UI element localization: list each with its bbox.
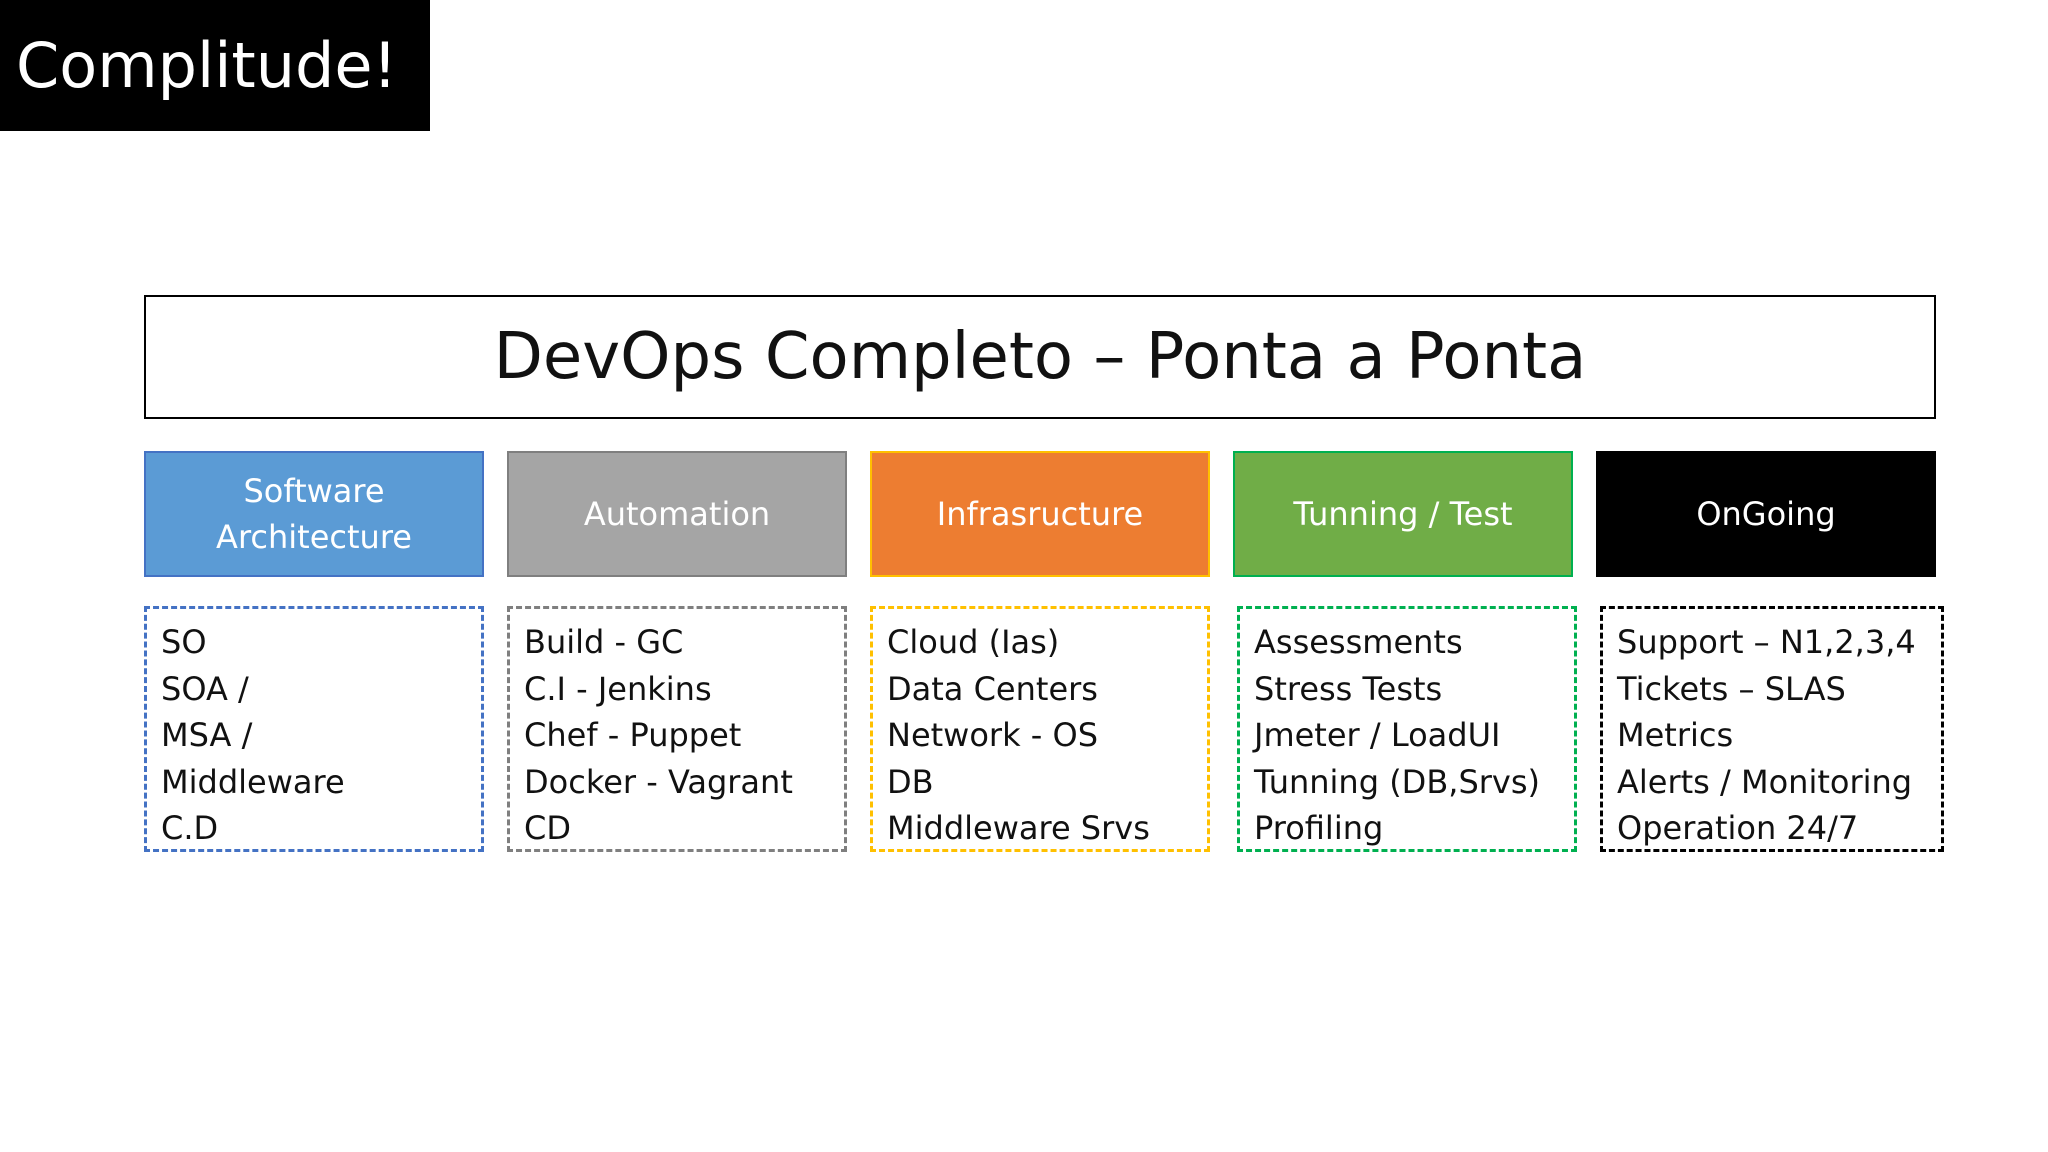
header-line: Infrasructure xyxy=(936,495,1144,533)
header-software-architecture: Software Architecture xyxy=(144,451,484,577)
list-item: Profiling xyxy=(1254,809,1384,847)
header-automation: Automation xyxy=(507,451,847,577)
list-item: Data Centers xyxy=(887,669,1098,708)
list-item: MSA / xyxy=(161,716,253,754)
header-tunning-test: Tunning / Test xyxy=(1233,451,1573,577)
list-item: Cloud (Ias) xyxy=(887,623,1060,661)
list-item: SOA / xyxy=(161,669,249,708)
list-ongoing: Support – N1,2,3,4 Tickets – SLAS Metric… xyxy=(1600,606,1944,852)
list-item: Stress Tests xyxy=(1254,669,1443,708)
diagram-title: DevOps Completo – Ponta a Ponta xyxy=(144,295,1936,419)
list-item: C.I - Jenkins xyxy=(524,669,712,708)
list-item: Chef - Puppet xyxy=(524,716,742,754)
list-item: SO xyxy=(161,623,207,661)
header-line: Tunning / Test xyxy=(1293,495,1513,533)
header-line: Software xyxy=(243,472,385,510)
list-item: Operation 24/7 xyxy=(1617,809,1859,847)
complitude-badge: Complitude! xyxy=(0,0,430,131)
list-item: Tunning (DB,Srvs) xyxy=(1254,762,1540,801)
list-item: Network - OS xyxy=(887,716,1098,754)
header-line: Automation xyxy=(583,495,771,533)
list-software-architecture: SO SOA / MSA / Middleware C.D xyxy=(144,606,484,852)
list-item: C.D xyxy=(161,809,219,847)
header-line: OnGoing xyxy=(1696,495,1836,533)
list-automation: Build - GC C.I - Jenkins Chef - Puppet D… xyxy=(507,606,847,852)
list-item: DB xyxy=(887,762,934,801)
list-item: Build - GC xyxy=(524,623,684,661)
list-item: Docker - Vagrant xyxy=(524,762,793,801)
header-line: Architecture xyxy=(216,518,412,556)
list-infrastructure: Cloud (Ias) Data Centers Network - OS DB… xyxy=(870,606,1210,852)
list-item: Support – N1,2,3,4 xyxy=(1617,623,1916,661)
list-tunning-test: Assessments Stress Tests Jmeter / LoadUI… xyxy=(1237,606,1577,852)
header-infrastructure: Infrasructure xyxy=(870,451,1210,577)
list-item: Middleware xyxy=(161,762,345,801)
list-item: Metrics xyxy=(1617,716,1734,754)
list-item: CD xyxy=(524,809,571,847)
list-item: Assessments xyxy=(1254,623,1463,661)
list-item: Middleware Srvs xyxy=(887,809,1150,847)
list-item: Alerts / Monitoring xyxy=(1617,762,1913,801)
list-item: Tickets – SLAS xyxy=(1617,669,1846,708)
header-ongoing: OnGoing xyxy=(1596,451,1936,577)
list-item: Jmeter / LoadUI xyxy=(1254,716,1501,754)
